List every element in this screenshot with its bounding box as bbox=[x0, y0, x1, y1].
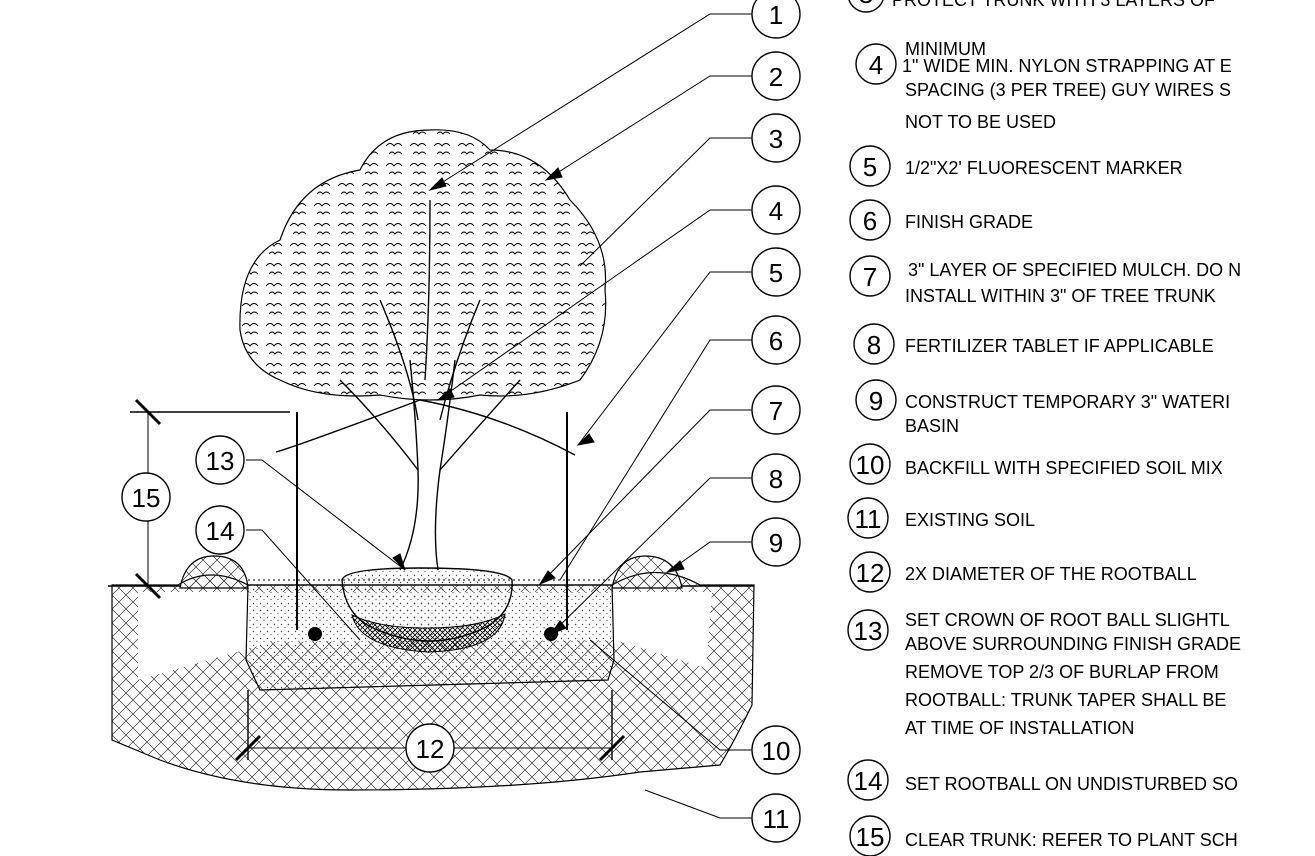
nylon-strapping bbox=[275, 399, 576, 456]
note-4-line-2: SPACING (3 PER TREE) GUY WIRES S bbox=[905, 80, 1231, 100]
callout-bubble-3 bbox=[751, 113, 801, 163]
note-number: 9 bbox=[869, 386, 883, 416]
callout-number: 15 bbox=[132, 483, 161, 513]
callout-bubble-2 bbox=[751, 51, 801, 101]
callout-bubble-14 bbox=[195, 505, 245, 555]
callout-number: 12 bbox=[416, 734, 445, 764]
note-number: 7 bbox=[863, 262, 877, 292]
callout-number: 2 bbox=[769, 62, 783, 92]
note-number: 5 bbox=[863, 152, 877, 182]
note-bubble-5 bbox=[849, 145, 891, 187]
note-bubble-3 bbox=[848, 0, 884, 13]
note-number: 3 bbox=[859, 0, 873, 9]
note-3-line-2: MINIMUM bbox=[905, 39, 986, 59]
callout-bubble-5 bbox=[751, 247, 801, 297]
note-number: 15 bbox=[856, 822, 885, 852]
note-number: 12 bbox=[856, 558, 885, 588]
callout-bubble-9 bbox=[751, 517, 801, 567]
callout-numbers: 1 2 3 4 5 6 7 8 9 10 11 12 13 14 15 bbox=[132, 0, 791, 834]
callout-number: 8 bbox=[769, 464, 783, 494]
callout-number: 3 bbox=[769, 124, 783, 154]
note-13-line-1: SET CROWN OF ROOT BALL SLIGHTL bbox=[905, 610, 1230, 630]
callout-number: 13 bbox=[206, 446, 235, 476]
note-number: 11 bbox=[855, 504, 882, 534]
note-8-line-1: FERTILIZER TABLET IF APPLICABLE bbox=[905, 336, 1214, 356]
watering-basin-right bbox=[611, 555, 683, 589]
callout-number: 9 bbox=[769, 528, 783, 558]
note-15-line-1: CLEAR TRUNK: REFER TO PLANT SCH bbox=[905, 830, 1238, 850]
leader-lines bbox=[246, 13, 752, 819]
note-13-line-4: ROOTBALL: TRUNK TAPER SHALL BE bbox=[905, 690, 1226, 710]
note-6-line-1: FINISH GRADE bbox=[905, 212, 1033, 232]
tree-canopy bbox=[239, 129, 607, 401]
fertilizer-tablet-left bbox=[308, 627, 322, 641]
note-4-line-1: 1" WIDE MIN. NYLON STRAPPING AT E bbox=[902, 56, 1232, 76]
notes-legend: 3 4 5 6 7 8 9 10 11 12 13 14 15 PROTECT … bbox=[847, 0, 1241, 856]
callout-bubble-7 bbox=[751, 385, 801, 435]
note-number: 13 bbox=[854, 616, 883, 646]
note-bubble-12 bbox=[849, 551, 891, 593]
note-13-line-3: REMOVE TOP 2/3 OF BURLAP FROM bbox=[905, 662, 1219, 682]
note-9-line-1: CONSTRUCT TEMPORARY 3" WATERI bbox=[905, 392, 1230, 412]
note-bubble-6 bbox=[849, 199, 891, 241]
callout-bubble-13 bbox=[195, 435, 245, 485]
callout-bubble-11 bbox=[751, 793, 801, 843]
callout-bubble-10 bbox=[751, 725, 801, 775]
note-number: 4 bbox=[869, 50, 883, 80]
callout-bubbles bbox=[121, 0, 801, 843]
note-bubble-4 bbox=[855, 43, 897, 85]
callout-number: 14 bbox=[206, 516, 235, 546]
note-13-line-2: ABOVE SURROUNDING FINISH GRADE bbox=[905, 634, 1241, 654]
note-bubble-14 bbox=[847, 759, 889, 801]
note-number: 14 bbox=[854, 766, 883, 796]
note-bubble-11 bbox=[847, 497, 889, 539]
watering-basin-left bbox=[179, 555, 249, 589]
note-9-line-2: BASIN bbox=[905, 416, 959, 436]
callout-bubble-12 bbox=[405, 723, 455, 773]
note-number: 10 bbox=[856, 450, 885, 480]
note-bubble-10 bbox=[849, 443, 891, 485]
note-number: 8 bbox=[867, 330, 881, 360]
note-3-line-1: PROTECT TRUNK WITH 3 LAYERS OF bbox=[892, 0, 1215, 10]
note-bubble-7 bbox=[849, 255, 891, 297]
callout-number: 4 bbox=[769, 196, 783, 226]
note-bubble-15 bbox=[849, 815, 891, 856]
callout-bubble-1 bbox=[751, 0, 801, 39]
note-13-line-5: AT TIME OF INSTALLATION bbox=[905, 718, 1134, 738]
note-bubble-8 bbox=[853, 323, 895, 365]
note-7-line-1: 3" LAYER OF SPECIFIED MULCH. DO N bbox=[908, 260, 1241, 280]
callout-bubble-8 bbox=[751, 453, 801, 503]
note-14-line-1: SET ROOTBALL ON UNDISTURBED SO bbox=[905, 774, 1238, 794]
note-12-line-1: 2X DIAMETER OF THE ROOTBALL bbox=[905, 564, 1197, 584]
callout-bubble-15 bbox=[121, 472, 171, 522]
note-11-line-1: EXISTING SOIL bbox=[905, 510, 1035, 530]
callout-bubble-4 bbox=[751, 185, 801, 235]
callout-number: 10 bbox=[762, 736, 791, 766]
callout-number: 6 bbox=[769, 326, 783, 356]
callout-number: 11 bbox=[763, 804, 790, 834]
callout-number: 1 bbox=[769, 0, 783, 30]
note-4-line-3: NOT TO BE USED bbox=[905, 112, 1056, 132]
note-7-line-2: INSTALL WITHIN 3" OF TREE TRUNK bbox=[905, 286, 1216, 306]
callout-number: 5 bbox=[769, 258, 783, 288]
callout-number: 7 bbox=[769, 396, 783, 426]
note-10-line-1: BACKFILL WITH SPECIFIED SOIL MIX bbox=[905, 458, 1223, 478]
note-number: 6 bbox=[863, 206, 877, 236]
note-bubble-9 bbox=[855, 379, 897, 421]
note-bubble-13 bbox=[847, 609, 889, 651]
callout-bubble-6 bbox=[751, 315, 801, 365]
note-5-line-1: 1/2"X2' FLUORESCENT MARKER bbox=[905, 158, 1183, 178]
burlap-wrap bbox=[351, 613, 506, 653]
